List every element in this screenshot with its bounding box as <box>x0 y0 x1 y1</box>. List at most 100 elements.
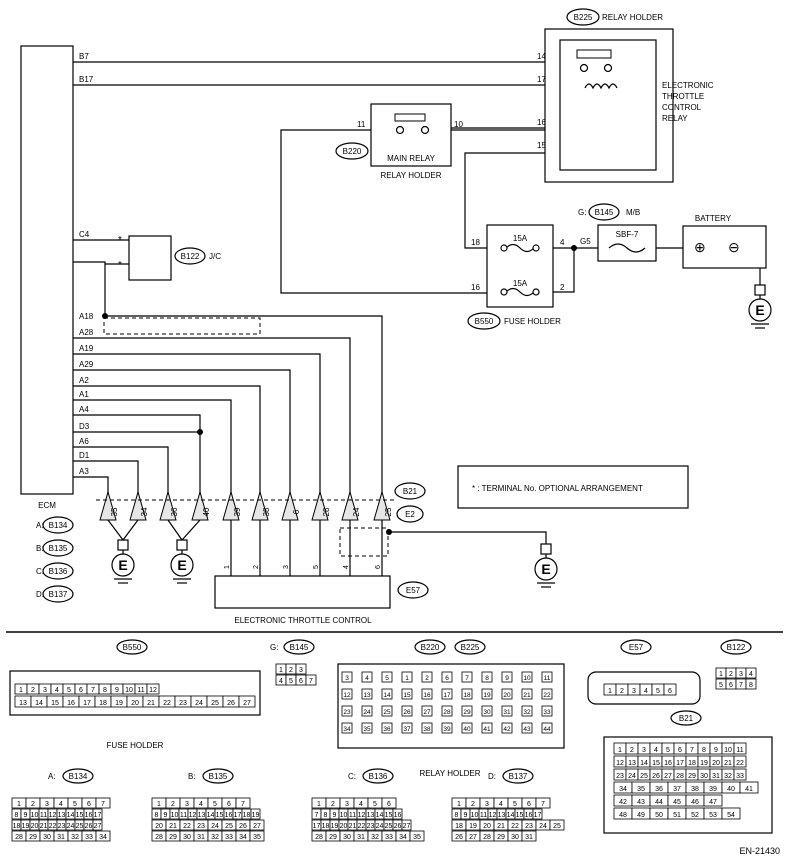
ecm_a-code: B134 <box>69 772 88 781</box>
b220-code: B220 <box>421 643 440 652</box>
ecm_c-row-pin: 3 <box>345 801 349 808</box>
b21-row-pin: 42 <box>619 799 627 806</box>
b225-code: B225 <box>574 13 593 22</box>
relay-holder-pin: 11 <box>544 675 551 682</box>
ecm-conn-oval <box>42 585 74 603</box>
ecm_a-row-pin: 33 <box>85 834 93 841</box>
b21-row-pin: 28 <box>676 773 684 780</box>
b21-row-pin: 37 <box>673 786 681 793</box>
relay-pin-label: 16 <box>537 118 546 127</box>
ecm_d-row-pin: 27 <box>469 834 477 841</box>
ecm_d-row-pin: 7 <box>541 801 545 808</box>
relay-holder-cell <box>541 722 553 734</box>
ecm_c-row-pin: 18 <box>322 823 330 830</box>
fuse-holder-label: FUSE HOLDER <box>504 317 561 326</box>
b21-row-pin: 2 <box>630 747 634 754</box>
relay-holder-cell <box>541 671 553 683</box>
b21-triangle <box>99 490 117 521</box>
b21-row-pin: 46 <box>691 799 699 806</box>
relay-holder-cell <box>421 671 433 683</box>
junction-dot <box>197 429 203 435</box>
wire-a3 <box>73 476 109 500</box>
relay-holder-cell <box>521 671 533 683</box>
relay-holder-cell <box>341 671 353 683</box>
b122-bottom-cell <box>745 678 757 690</box>
b21-pin-label: 40 <box>202 507 211 516</box>
ecm_c-prefix: C: <box>348 772 356 781</box>
ecm_d-row-pin: 4 <box>499 801 503 808</box>
b21-triangle <box>373 490 391 521</box>
b21-pin-label: 35 <box>110 507 119 516</box>
ecm_c-row-pin: 5 <box>373 801 377 808</box>
b21-triangle <box>311 490 329 521</box>
b21-row-pin: 47 <box>709 799 717 806</box>
b21-row-pin: 39 <box>709 786 717 793</box>
relay-holder-cell <box>521 705 533 717</box>
ecm-conn-oval <box>42 516 74 534</box>
relay-holder-pin: 39 <box>443 726 451 733</box>
ecm_c-row-pin: 19 <box>331 823 339 830</box>
ecm_b-row-pin: 2 <box>171 801 175 808</box>
main-relay-label: MAIN RELAY <box>387 154 436 163</box>
relay-holder-pin: 41 <box>483 726 491 733</box>
wire-a1 <box>73 399 232 500</box>
ecm_d-row-cell <box>521 830 537 842</box>
ecm-pin-label: D3 <box>79 422 90 431</box>
relay-holder-cell <box>381 722 393 734</box>
ecm_b-row-cell <box>249 830 265 842</box>
b21-row-pin: 51 <box>673 812 681 819</box>
ecm_a-row-pin: 7 <box>101 801 105 808</box>
b122-top-pin: 2 <box>729 671 733 678</box>
b550-top-pin: 2 <box>31 687 35 694</box>
jc-label: J/C <box>209 252 221 261</box>
sbf-box <box>597 224 657 262</box>
ecm_d-row-pin: 28 <box>483 834 491 841</box>
b220-code: B220 <box>343 147 362 156</box>
ecm-pin-label: A1 <box>79 390 89 399</box>
ecm_d-prefix: D: <box>488 772 496 781</box>
wire-a2 <box>73 385 261 500</box>
ecm_a-row-pin: 4 <box>59 801 63 808</box>
ecm-conn-prefix: A: <box>36 521 44 530</box>
ecm_c-row-pin: 20 <box>340 823 348 830</box>
ecm-box <box>20 45 74 495</box>
ecm_d-row-pin: 2 <box>471 801 475 808</box>
ecm_d-row-pin: 25 <box>553 823 561 830</box>
relay-holder-pin: 43 <box>523 726 531 733</box>
b21-code: B21 <box>403 487 418 496</box>
b225-code: B225 <box>461 643 480 652</box>
wire-11-fuse16 <box>280 129 504 294</box>
ecm_c-row-pin: 26 <box>394 823 402 830</box>
ground-circle <box>111 553 135 577</box>
relay-name-line: THROTTLE <box>662 92 704 101</box>
b550-bottom-pin: 22 <box>163 700 171 707</box>
b21-row-pin: 35 <box>637 786 645 793</box>
ecm_a-row-pin: 24 <box>67 823 75 830</box>
relay-holder-pin: 37 <box>403 726 411 733</box>
fuse-terminal <box>500 288 508 296</box>
ecm_d-row-pin: 23 <box>525 823 533 830</box>
fuse-symbol-2 <box>505 287 535 297</box>
relay-name-line: RELAY <box>662 114 688 123</box>
relay-holder-cell <box>521 688 533 700</box>
relay-holder-label: RELAY HOLDER <box>419 769 480 778</box>
relay-holder-cell <box>501 671 513 683</box>
b550-bottom-pin: 18 <box>99 700 107 707</box>
relay-holder-cell <box>461 705 473 717</box>
b122-top-pin: 3 <box>739 671 743 678</box>
b122-code: B122 <box>727 643 746 652</box>
fuse-15a-label: 15A <box>513 279 528 288</box>
b21-row-pin: 54 <box>727 812 735 819</box>
b21-row-pin: 33 <box>736 773 744 780</box>
b21-triangle <box>191 490 209 521</box>
mb-pin: G5 <box>580 237 591 246</box>
b21-row-pin: 5 <box>666 747 670 754</box>
relay-holder-pin: 15 <box>403 692 411 699</box>
b21-row-pin: 40 <box>727 786 735 793</box>
ecm_d-row-pin: 6 <box>527 801 531 808</box>
b21-pin-label: 24 <box>352 507 361 516</box>
ecm_b-row-pin: 32 <box>211 834 219 841</box>
b21-row-pin: 23 <box>616 773 624 780</box>
relay-holder-pin: 9 <box>505 675 509 682</box>
